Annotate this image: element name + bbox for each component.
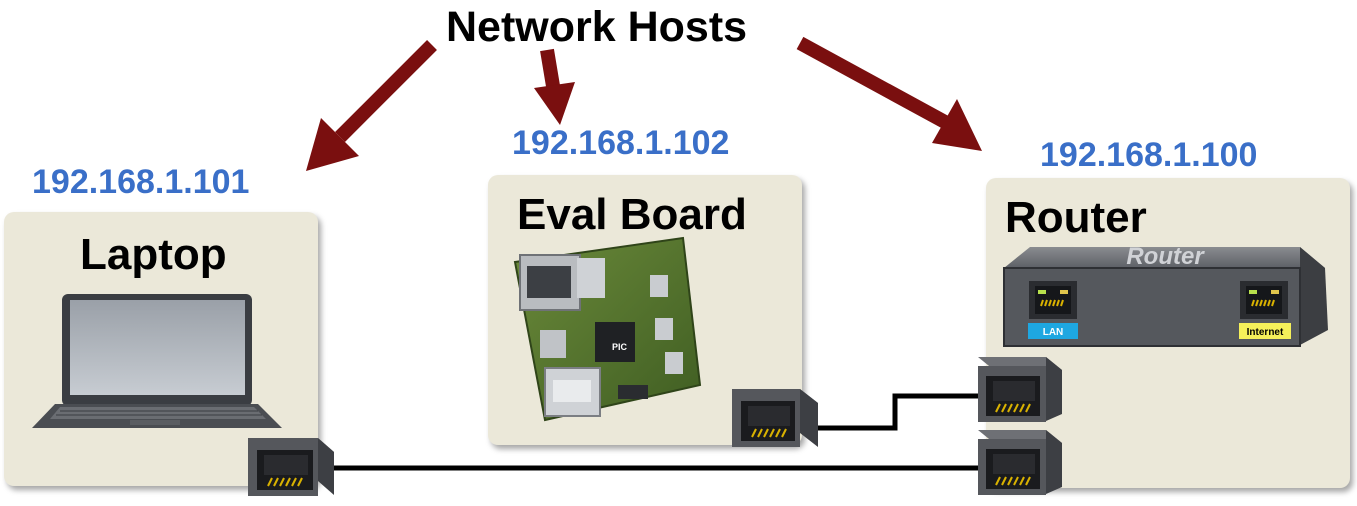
rj45-jack-router-upper xyxy=(978,357,1062,422)
cable-eval-router xyxy=(815,393,980,431)
laptop-label: Laptop xyxy=(80,230,227,279)
eval-board-ip-address: 192.168.1.102 xyxy=(512,124,730,162)
eval-board-image: PIC xyxy=(513,236,702,422)
router-brand-text: Router xyxy=(1126,243,1205,270)
arrow-to-eval-board xyxy=(534,48,575,125)
router-label: Router xyxy=(1005,193,1147,242)
internet-badge xyxy=(1239,323,1291,339)
router-device-image: Router LAN Internet xyxy=(1003,243,1328,347)
arrow-to-router xyxy=(796,36,982,151)
lan-badge xyxy=(1028,323,1078,339)
lan-label: LAN xyxy=(1043,327,1064,338)
rj45-jack-eval-board xyxy=(732,389,818,447)
arrow-to-laptop xyxy=(306,40,437,171)
internet-label: Internet xyxy=(1247,327,1284,338)
svg-text:PIC: PIC xyxy=(612,342,628,352)
router-ip-address: 192.168.1.100 xyxy=(1040,136,1258,174)
laptop-icon xyxy=(32,294,282,428)
ethernet-cables xyxy=(330,393,980,471)
eval-board-label: Eval Board xyxy=(517,190,747,239)
diagram-title: Network Hosts xyxy=(446,3,748,51)
rj45-jack-laptop xyxy=(248,438,334,496)
rj45-jack-router-lower xyxy=(978,430,1062,495)
laptop-ip-address: 192.168.1.101 xyxy=(32,163,250,201)
